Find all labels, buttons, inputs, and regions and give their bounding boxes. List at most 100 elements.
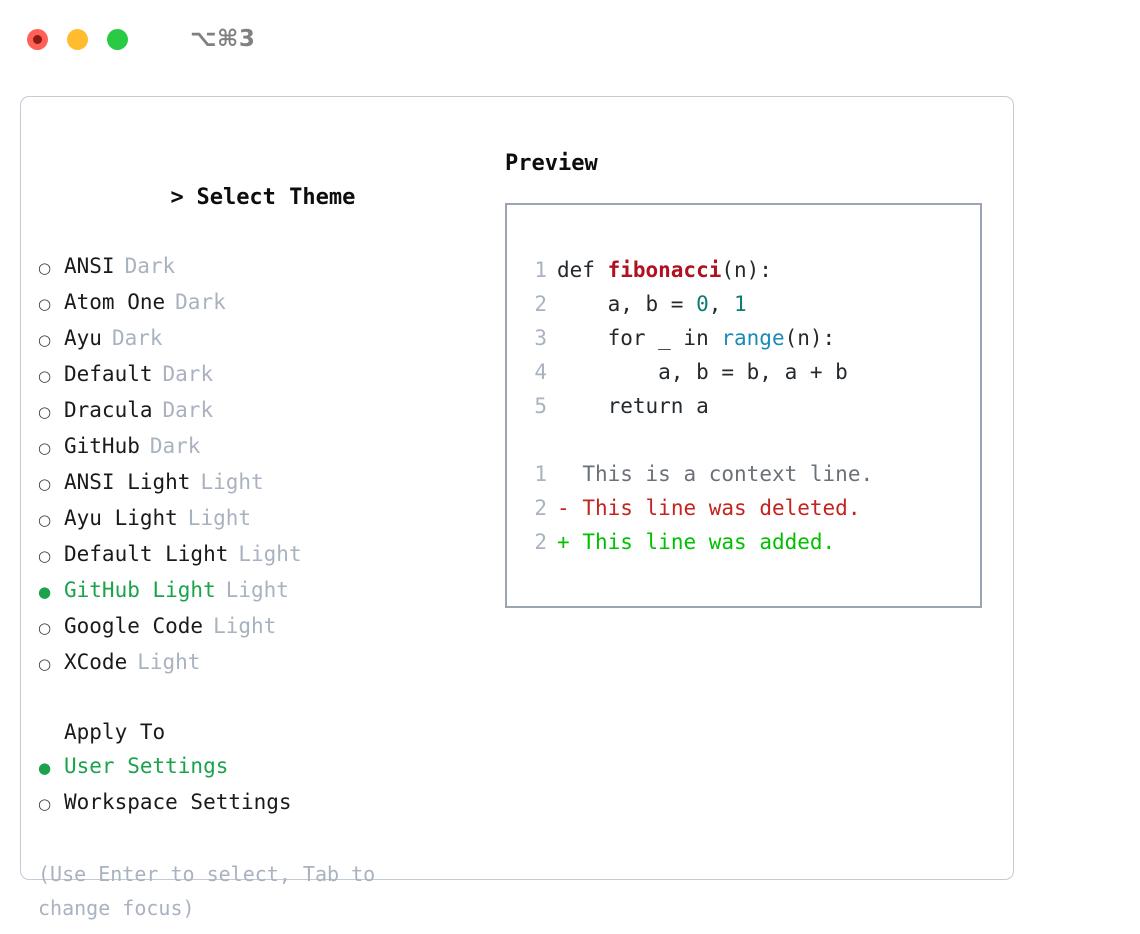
- diff-gutter-space: [570, 491, 583, 525]
- apply-to-section: Apply To ●User Settings○Workspace Settin…: [38, 715, 486, 821]
- minimize-button[interactable]: [67, 28, 88, 50]
- theme-option-google-code[interactable]: ○ Google Code Light: [38, 609, 486, 645]
- line-number: 1: [534, 462, 547, 486]
- spacer: [521, 423, 980, 457]
- radio-unselected-icon: ○: [38, 511, 52, 529]
- apply-to-list: ●User Settings○Workspace Settings: [38, 749, 486, 821]
- apply-to-option-label: Workspace Settings: [64, 790, 292, 814]
- code-token-plain: a, b =: [557, 292, 697, 316]
- theme-option-label: Ayu Light: [64, 506, 178, 530]
- apply-to-option-workspace-settings[interactable]: ○Workspace Settings: [38, 785, 486, 821]
- theme-option-tag: Light: [200, 470, 264, 494]
- diff-sign: -: [557, 496, 570, 520]
- keyboard-hint: (Use Enter to select, Tab to change focu…: [38, 862, 388, 920]
- code-line: 3 for _ in range(n):: [521, 321, 980, 355]
- theme-option-tag: Light: [213, 614, 277, 638]
- apply-to-option-user-settings[interactable]: ●User Settings: [38, 749, 486, 785]
- theme-option-label: Dracula: [64, 398, 153, 422]
- line-number: 3: [534, 326, 547, 350]
- code-token-kw: def: [557, 258, 608, 282]
- theme-option-dracula[interactable]: ○ Dracula Dark: [38, 393, 486, 429]
- theme-option-tag: Dark: [149, 434, 201, 458]
- diff-line-context: 1 This is a context line.: [521, 457, 980, 491]
- code-token-plain: ,: [708, 292, 735, 316]
- code-token-plain: for _ in: [557, 326, 722, 350]
- theme-option-tag: Light: [225, 578, 289, 602]
- theme-option-tag: Dark: [162, 398, 214, 422]
- theme-option-label: XCode: [64, 650, 128, 674]
- diff-gutter-space: [570, 525, 583, 559]
- radio-unselected-icon: ○: [38, 655, 52, 673]
- code-token-num: 0: [696, 292, 709, 316]
- theme-option-tag: Dark: [175, 290, 226, 314]
- diff-line-text: This line was deleted.: [582, 496, 861, 520]
- focus-caret-icon: >: [170, 185, 184, 210]
- apply-to-title: Apply To: [64, 720, 166, 744]
- window-title: ⌥⌘3: [190, 26, 256, 52]
- theme-option-label: Ayu: [64, 326, 102, 350]
- radio-unselected-icon: ○: [38, 367, 52, 385]
- diff-sign: [557, 457, 570, 491]
- theme-option-tag: Light: [137, 650, 201, 674]
- diff-line-text: This is a context line.: [582, 462, 874, 486]
- code-token-plain: (n):: [721, 258, 772, 282]
- apply-to-option-label: User Settings: [64, 754, 229, 778]
- theme-option-label: GitHub: [64, 434, 140, 458]
- line-number: 4: [534, 360, 547, 384]
- theme-option-ayu-light[interactable]: ○ Ayu Light Light: [38, 501, 486, 537]
- code-line-content: a, b = b, a + b: [557, 355, 848, 389]
- code-line-content: def fibonacci(n):: [557, 253, 772, 287]
- theme-option-label: Google Code: [64, 614, 204, 638]
- code-line: 4 a, b = b, a + b: [521, 355, 980, 389]
- close-button[interactable]: [27, 28, 48, 50]
- code-token-plain: (n):: [784, 326, 836, 350]
- theme-option-label: Atom One: [64, 290, 166, 314]
- code-line: 1 def fibonacci(n):: [521, 253, 980, 287]
- title-bar: ⌥⌘3: [0, 0, 1140, 78]
- zoom-button[interactable]: [107, 28, 128, 50]
- theme-option-xcode[interactable]: ○ XCode Light: [38, 645, 486, 681]
- theme-option-label: ANSI Light: [64, 470, 191, 494]
- code-line-content: return a: [557, 389, 709, 423]
- diff-line-added: 2+ This line was added.: [521, 525, 980, 559]
- diff-gutter-space: [570, 457, 583, 491]
- code-token-num: 1: [734, 292, 747, 316]
- line-number: 2: [534, 292, 547, 316]
- line-number: 1: [534, 258, 547, 282]
- theme-option-label: Default: [64, 362, 153, 386]
- radio-unselected-icon: ○: [38, 331, 52, 349]
- radio-selected-icon: ●: [38, 583, 52, 601]
- radio-unselected-icon: ○: [38, 403, 52, 421]
- theme-option-tag: Light: [187, 506, 252, 530]
- code-token-plain: return a: [557, 394, 709, 418]
- theme-option-tag: Light: [238, 542, 302, 566]
- diff-sign: +: [557, 530, 570, 554]
- code-line: 5 return a: [521, 389, 980, 423]
- radio-unselected-icon: ○: [38, 619, 52, 637]
- code-line-content: for _ in range(n):: [557, 321, 836, 355]
- diff-line-deleted: 2- This line was deleted.: [521, 491, 980, 525]
- theme-option-label: GitHub Light: [64, 578, 216, 602]
- theme-option-github-light[interactable]: ● GitHub Light Light: [38, 573, 486, 609]
- code-token-fn: fibonacci: [607, 258, 722, 282]
- code-token-call: range: [721, 326, 785, 350]
- code-line: 2 a, b = 0, 1: [521, 287, 980, 321]
- theme-option-label: ANSI: [64, 254, 115, 278]
- line-number: 2: [534, 530, 547, 554]
- theme-picker-header-label: Select Theme: [196, 185, 356, 210]
- radio-unselected-icon: ○: [38, 259, 52, 277]
